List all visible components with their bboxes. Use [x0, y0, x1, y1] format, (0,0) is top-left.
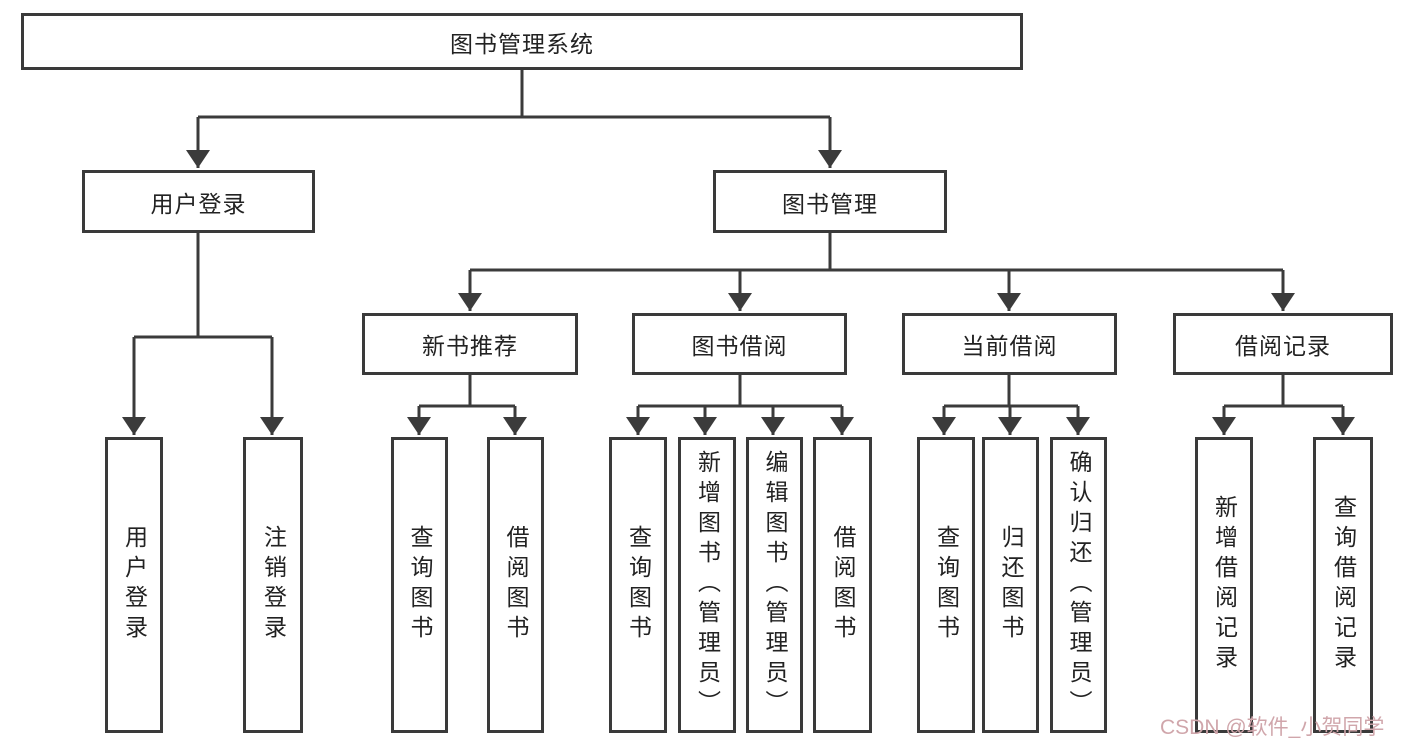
node-new-book-recommendation: 新书推荐 — [362, 313, 578, 375]
leaf-label: 注销登录 — [260, 525, 287, 645]
leaf-label: 查询图书 — [625, 525, 652, 645]
leaf-label: 编辑图书（管理员） — [762, 450, 788, 720]
leaf-confirm-return-admin: 确认归还（管理员） — [1050, 437, 1107, 733]
leaf-label: 用户登录 — [121, 525, 148, 645]
leaf-query-books-2: 查询图书 — [609, 437, 667, 733]
leaf-label: 查询图书 — [933, 525, 960, 645]
leaf-label: 借阅图书 — [503, 525, 529, 645]
leaf-borrow-books-2: 借阅图书 — [813, 437, 872, 733]
node-current-borrowing: 当前借阅 — [902, 313, 1117, 375]
leaf-label: 确认归还（管理员） — [1066, 450, 1092, 720]
leaf-query-books-1: 查询图书 — [391, 437, 448, 733]
node-book-borrowing: 图书借阅 — [632, 313, 847, 375]
leaf-return-book: 归还图书 — [982, 437, 1039, 733]
leaf-borrow-books-1: 借阅图书 — [487, 437, 544, 733]
leaf-label: 新增借阅记录 — [1211, 495, 1238, 675]
leaf-edit-book-admin: 编辑图书（管理员） — [746, 437, 803, 733]
leaf-query-books-3: 查询图书 — [917, 437, 975, 733]
leaf-label: 借阅图书 — [830, 525, 856, 645]
leaf-user-login: 用户登录 — [105, 437, 163, 733]
leaf-label: 查询借阅记录 — [1330, 495, 1357, 675]
node-book-management: 图书管理 — [713, 170, 947, 233]
leaf-logout: 注销登录 — [243, 437, 303, 733]
leaf-add-borrow-record: 新增借阅记录 — [1195, 437, 1253, 733]
leaf-label: 新增图书（管理员） — [694, 450, 721, 720]
leaf-add-book-admin: 新增图书（管理员） — [678, 437, 736, 733]
node-borrowing-records: 借阅记录 — [1173, 313, 1393, 375]
leaf-label: 查询图书 — [407, 525, 433, 645]
leaf-label: 归还图书 — [998, 525, 1024, 645]
watermark-text: CSDN @软件_小贺同学 — [1160, 716, 1385, 739]
node-root: 图书管理系统 — [21, 13, 1023, 70]
leaf-query-borrow-record: 查询借阅记录 — [1313, 437, 1373, 733]
node-user-login: 用户登录 — [82, 170, 315, 233]
